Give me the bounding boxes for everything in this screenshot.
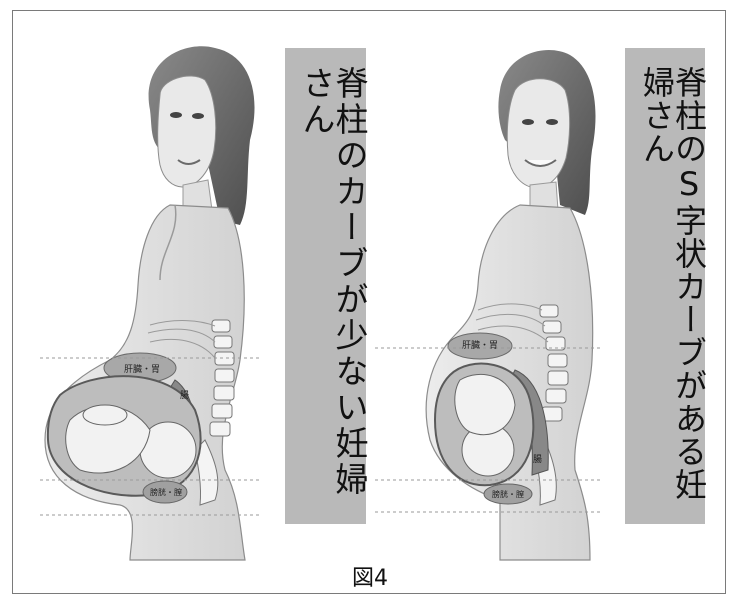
left-fetus — [65, 404, 197, 479]
left-caption-text: 脊柱のカーブが少ない妊婦さん — [297, 66, 369, 498]
right-bladder — [483, 483, 533, 505]
right-caption-panel: 脊柱のS字状カーブがある妊婦さん — [625, 48, 708, 524]
right-liver-stomach — [447, 332, 513, 360]
left-bladder — [142, 480, 188, 504]
right-bladder-label: 膀胱・膣 — [492, 489, 524, 499]
left-caption-panel: 脊柱のカーブが少ない妊婦さん — [285, 48, 369, 524]
right-woman: 肝臓・胃 腸 膀胱・膣 — [375, 50, 600, 561]
left-woman: 肝臓・胃 腸 膀胱・膣 — [40, 46, 262, 561]
right-caption-text: 脊柱のS字状カーブがある妊婦さん — [638, 66, 708, 501]
right-fetus — [454, 373, 516, 477]
left-bladder-label: 膀胱・膣 — [150, 487, 182, 497]
right-liver-label: 肝臓・胃 — [462, 340, 498, 351]
left-face — [157, 75, 217, 188]
figure-caption: 図4 — [352, 566, 388, 591]
left-intestine-label: 腸 — [180, 390, 189, 401]
right-intestine-label: 腸 — [533, 454, 542, 465]
left-spine — [194, 319, 235, 506]
left-liver-label: 肝臓・胃 — [124, 364, 160, 375]
right-face — [506, 78, 571, 189]
